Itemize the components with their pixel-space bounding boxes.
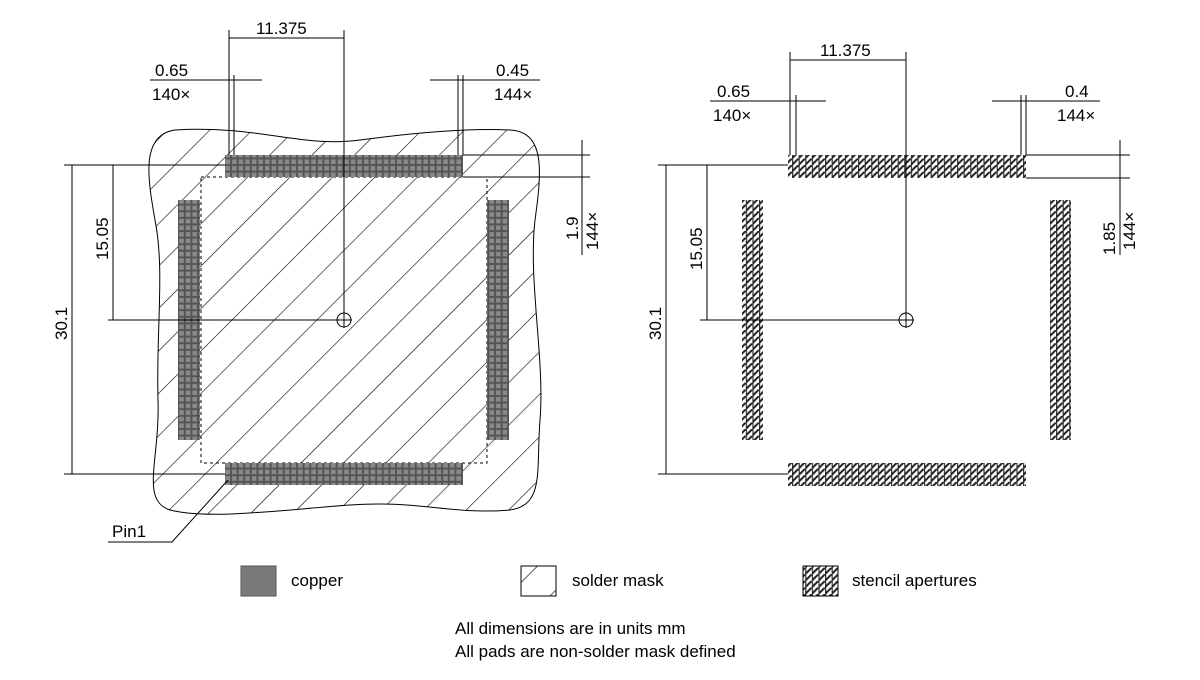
note-pads: All pads are non-solder mask defined xyxy=(455,642,736,661)
dim-span-label: 11.375 xyxy=(820,41,871,60)
full-span-label: 30.1 xyxy=(52,307,71,340)
legend-stencil-label: stencil apertures xyxy=(852,571,977,590)
dim-span-label: 11.375 xyxy=(256,19,307,38)
pad-length-count-label: 144× xyxy=(583,212,602,250)
copper-pads-right xyxy=(487,200,509,440)
stencil-apertures-right xyxy=(1050,200,1071,440)
legend: copper solder mask stencil apertures xyxy=(240,565,977,597)
copper-pads-bottom xyxy=(225,463,463,485)
pad-width-count-label: 144× xyxy=(494,85,532,104)
pad-width-label: 0.4 xyxy=(1065,82,1089,101)
legend-solder-mask-label: solder mask xyxy=(572,571,664,590)
pitch-count-label: 140× xyxy=(713,106,751,125)
copper-swatch xyxy=(240,565,277,597)
pad-length-count-label: 144× xyxy=(1120,212,1139,250)
pin1-label: Pin1 xyxy=(112,522,146,541)
note-units: All dimensions are in units mm xyxy=(455,619,686,638)
full-span-label: 30.1 xyxy=(646,307,665,340)
pad-length-label: 1.9 xyxy=(563,216,582,240)
pitch-label: 0.65 xyxy=(717,82,750,101)
solder-mask-hatch xyxy=(148,129,541,515)
stencil-swatch xyxy=(802,565,839,597)
pad-width-count-label: 144× xyxy=(1057,106,1095,125)
left-footprint: 11.375 0.65 140× 0.45 144× 30.1 15.05 1.… xyxy=(52,19,602,543)
solder-mask-swatch xyxy=(520,565,557,597)
legend-copper-label: copper xyxy=(291,571,343,590)
pitch-label: 0.65 xyxy=(155,61,188,80)
right-footprint: 11.375 0.65 140× 0.4 144× 30.1 15.05 1.8… xyxy=(646,41,1139,486)
half-span-label: 15.05 xyxy=(687,227,706,270)
solder-mask-outline xyxy=(148,128,542,515)
half-span-label: 15.05 xyxy=(93,217,112,260)
stencil-apertures-bottom xyxy=(788,463,1026,486)
pad-width-label: 0.45 xyxy=(496,61,529,80)
pad-length-label: 1.85 xyxy=(1100,222,1119,255)
pitch-count-label: 140× xyxy=(152,85,190,104)
stencil-apertures-top xyxy=(788,155,1026,178)
